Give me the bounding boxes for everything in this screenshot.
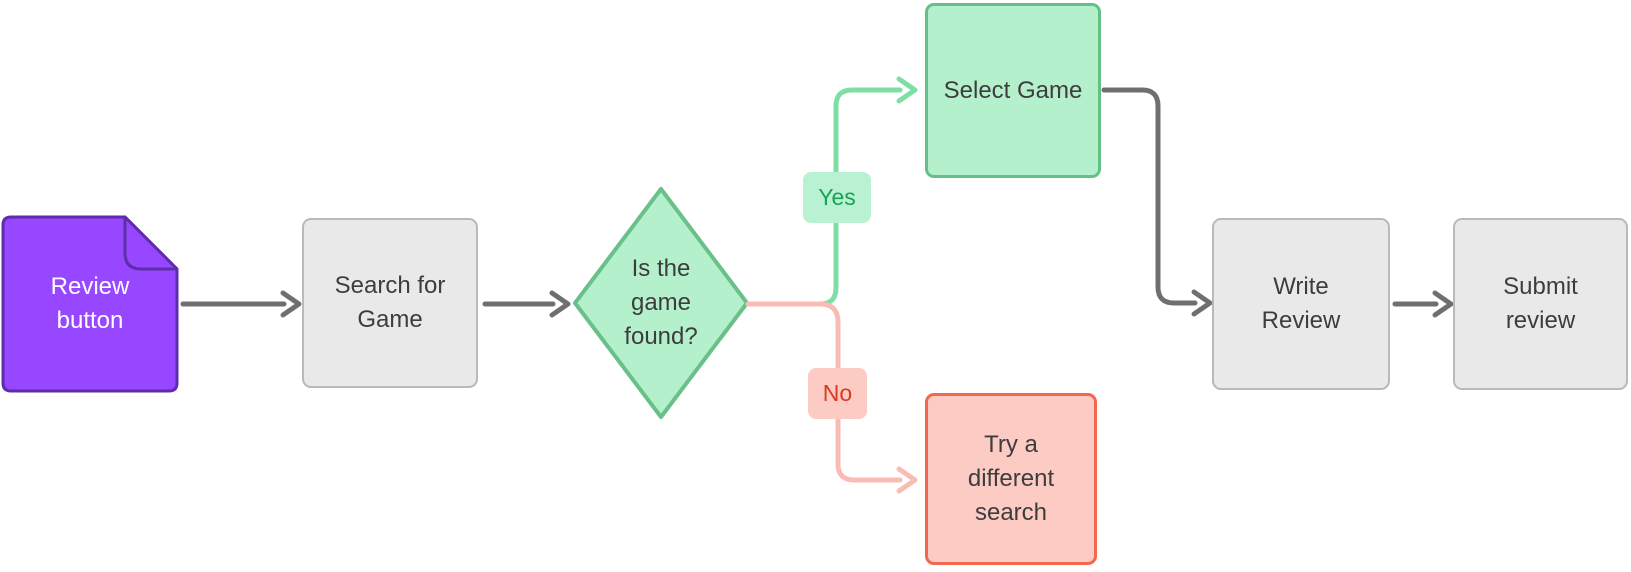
edge-label-no[interactable]: No bbox=[808, 368, 867, 419]
edge-select-to-write[interactable] bbox=[1101, 87, 1213, 317]
node-review-button[interactable]: Review button bbox=[50, 273, 130, 334]
node-try-different-search[interactable]: Try a different search bbox=[925, 393, 1097, 565]
node-decision-label[interactable]: Is the game found? bbox=[624, 255, 698, 350]
edge-line bbox=[1101, 87, 1198, 306]
edge-review-to-search[interactable] bbox=[180, 290, 302, 318]
edge-label-yes[interactable]: Yes bbox=[803, 172, 871, 223]
arrowhead-icon bbox=[280, 290, 302, 318]
arrowhead-icon bbox=[1191, 289, 1213, 317]
arrowhead-icon bbox=[549, 290, 571, 318]
node-decision-shape[interactable] bbox=[573, 187, 749, 419]
node-submit-review[interactable]: Submit review bbox=[1453, 218, 1628, 390]
note-folded-corner bbox=[123, 215, 179, 271]
arrowhead-icon bbox=[1432, 290, 1454, 318]
arrowhead-icon bbox=[896, 466, 918, 494]
arrowhead-icon bbox=[896, 76, 918, 104]
node-search-for-game[interactable]: Search for Game bbox=[302, 218, 478, 388]
node-review-button-shape[interactable] bbox=[1, 215, 179, 393]
node-write-review[interactable]: Write Review bbox=[1212, 218, 1390, 390]
edge-search-to-decision[interactable] bbox=[482, 290, 571, 318]
edge-write-to-submit[interactable] bbox=[1392, 290, 1454, 318]
node-select-game[interactable]: Select Game bbox=[925, 3, 1101, 178]
